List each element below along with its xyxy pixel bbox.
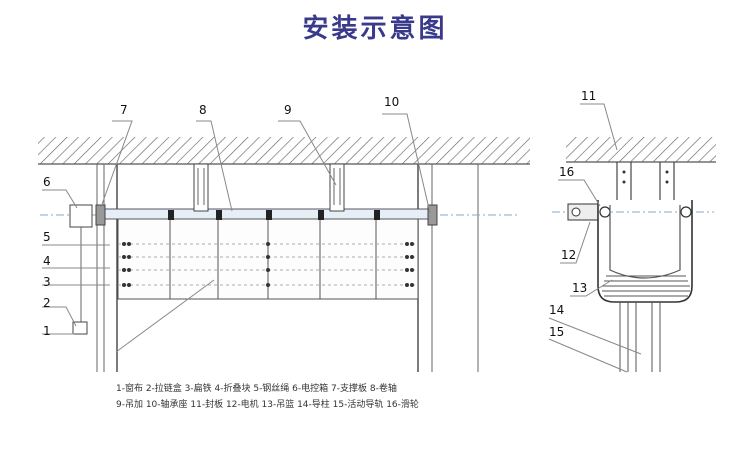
ceiling-left	[38, 137, 530, 164]
basket	[597, 200, 693, 303]
curtain	[117, 210, 419, 300]
label-16: 16	[559, 165, 574, 179]
label-9: 9	[284, 103, 292, 117]
label-10: 10	[384, 95, 399, 109]
label-4: 4	[43, 254, 51, 268]
legend-line-1: 1-窗布 2-拉链盒 3-扁铁 4-折叠块 5-钢丝绳 6-电控箱 7-支撑板 …	[116, 384, 397, 394]
label-5: 5	[43, 230, 51, 244]
front-leaders	[42, 113, 431, 353]
bearing-seat-right	[427, 204, 438, 226]
label-12: 12	[561, 248, 576, 262]
rolled-curtain	[602, 275, 690, 297]
label-3: 3	[43, 275, 51, 289]
legend-line-2: 9-吊加 10-轴承座 11-封板 12-电机 13-吊篮 14-导柱 15-活…	[116, 400, 419, 410]
guide-columns	[619, 302, 661, 372]
front-view: 7 8 9 10 6 5 4 3 2 1	[38, 95, 530, 372]
label-13: 13	[572, 281, 587, 295]
diagram-title: 安装示意图	[302, 14, 448, 44]
hanger-right	[329, 163, 345, 212]
hanger-left	[193, 163, 209, 212]
label-8: 8	[199, 103, 207, 117]
right-wall	[417, 164, 479, 372]
label-1: 1	[43, 324, 51, 338]
side-view: 11 16 12 13 14 15	[548, 89, 716, 373]
pulley-right	[680, 206, 692, 218]
control-box	[69, 204, 93, 228]
switch-box	[72, 321, 88, 335]
label-14: 14	[549, 303, 564, 317]
side-leaders	[548, 103, 642, 373]
label-2: 2	[43, 296, 51, 310]
ceiling-right	[566, 137, 716, 162]
bearing-seat-left	[95, 204, 106, 226]
label-11: 11	[581, 89, 596, 103]
label-15: 15	[549, 325, 564, 339]
label-7: 7	[120, 103, 128, 117]
label-6: 6	[43, 175, 51, 189]
pulley-left	[599, 206, 611, 218]
